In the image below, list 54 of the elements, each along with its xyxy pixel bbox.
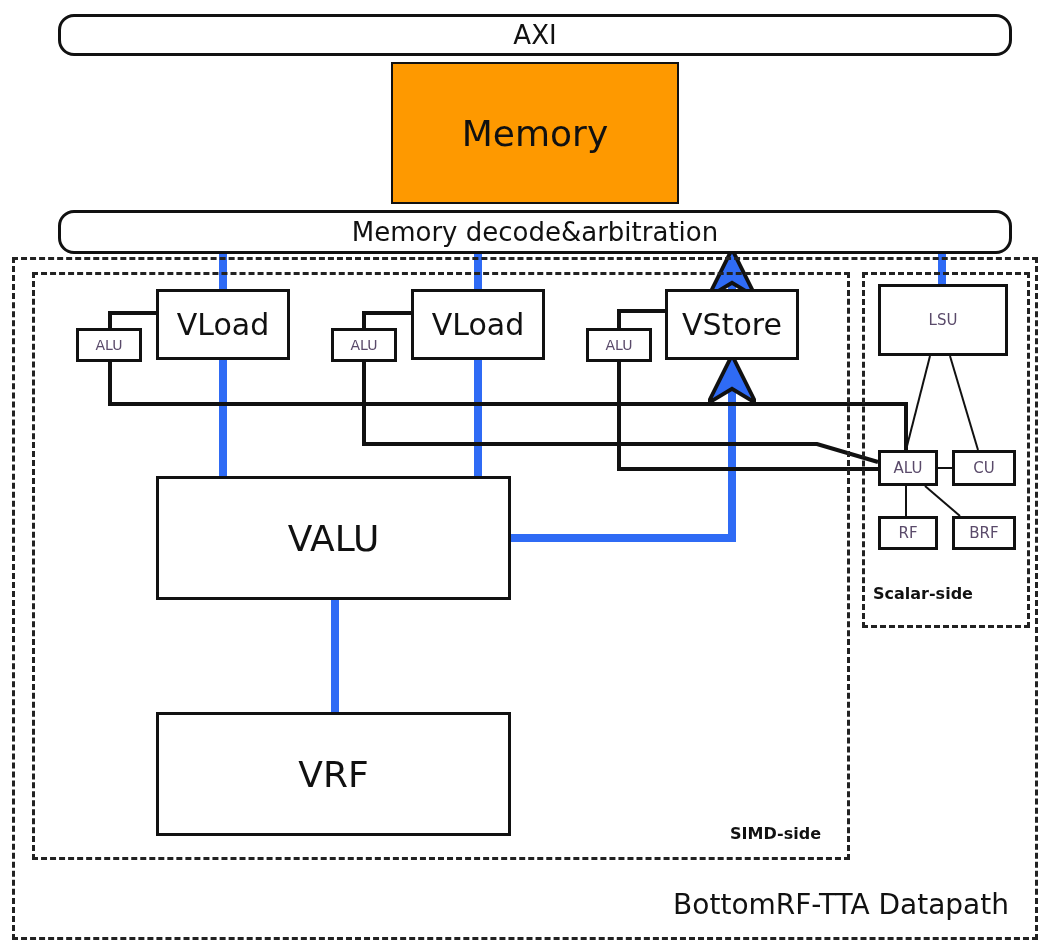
unit-box — [878, 516, 938, 550]
wire — [905, 485, 907, 517]
unit-box — [878, 450, 938, 486]
unit-label: VStore — [682, 307, 782, 342]
unit-box — [411, 289, 545, 360]
unit-box — [156, 712, 511, 836]
unit-label: VRF — [298, 753, 369, 795]
bus-connection — [219, 254, 227, 289]
unit-box — [952, 516, 1016, 550]
unit-label: BRF — [969, 524, 999, 542]
unit-box — [878, 284, 1008, 356]
wire — [362, 362, 879, 464]
bus-connection — [938, 254, 946, 284]
unit-box — [76, 328, 142, 362]
unit-box — [952, 450, 1016, 486]
region-label: BottomRF-TTA Datapath — [673, 888, 1009, 921]
unit-box — [665, 289, 799, 360]
unit-label: ALU — [350, 337, 378, 353]
wire — [617, 362, 878, 471]
dashed-region — [12, 257, 1038, 940]
unit-label: ALU — [605, 337, 633, 353]
bus-bar — [58, 14, 1012, 56]
wire — [937, 467, 953, 469]
dashed-region — [862, 272, 1030, 628]
wire — [362, 311, 411, 328]
unit-label: AXI — [513, 20, 557, 50]
bus-connection — [474, 360, 482, 476]
unit-label: VLoad — [431, 307, 525, 342]
region-label: SIMD-side — [730, 824, 821, 843]
unit-box — [156, 476, 511, 600]
memory-block — [391, 62, 679, 204]
unit-label: RF — [898, 524, 918, 542]
region-label: Scalar-side — [873, 584, 973, 603]
bus-bar — [58, 210, 1012, 254]
unit-box — [586, 328, 652, 362]
wire — [924, 485, 961, 517]
wire — [108, 311, 156, 328]
bus-connection — [219, 360, 227, 476]
unit-box — [156, 289, 290, 360]
bus-connection — [474, 254, 482, 289]
dashed-region — [32, 272, 850, 860]
unit-box — [331, 328, 397, 362]
bus-connection — [331, 600, 339, 712]
wire — [617, 309, 665, 328]
unit-label: Memory — [461, 112, 609, 154]
unit-label: ALU — [893, 459, 923, 477]
unit-label: Memory decode&arbitration — [351, 217, 719, 247]
unit-label: ALU — [95, 337, 123, 353]
unit-label: LSU — [928, 311, 958, 329]
wire — [108, 362, 908, 450]
wire — [949, 355, 979, 451]
unit-label: CU — [973, 459, 995, 477]
unit-label: VALU — [287, 517, 380, 559]
unit-label: VLoad — [176, 307, 270, 342]
